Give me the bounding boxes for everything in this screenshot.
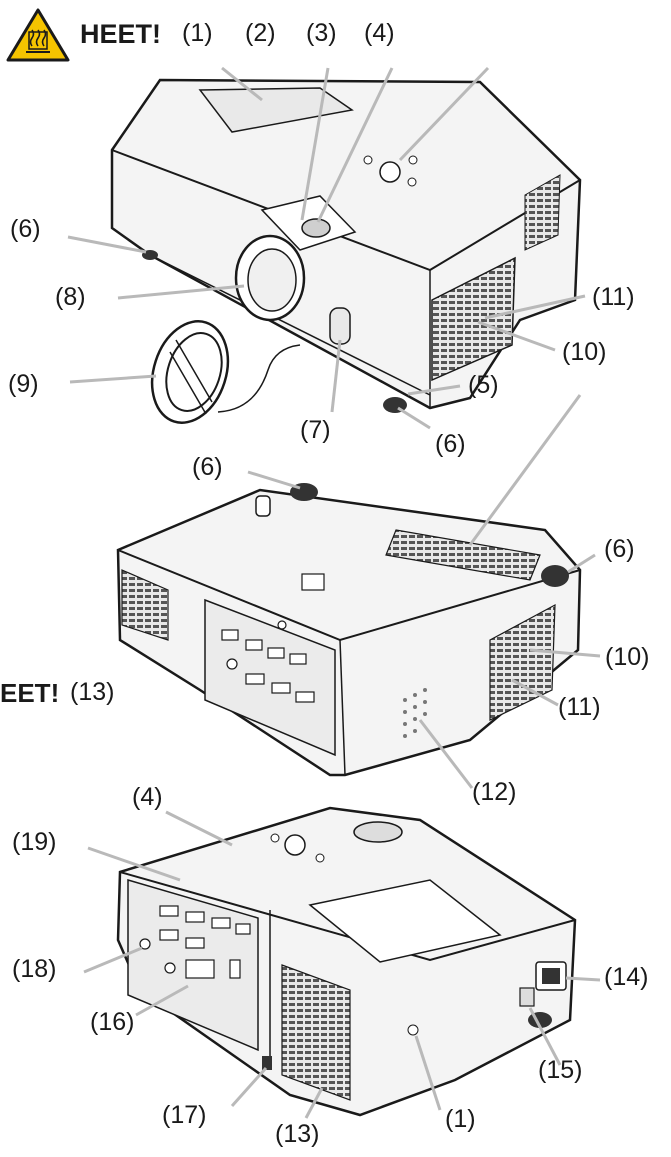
label-14-rear: (14) — [604, 963, 649, 991]
label-1-top: (1) — [182, 19, 213, 47]
label-15-rear: (15) — [538, 1056, 583, 1084]
label-10-top: (10) — [562, 338, 607, 366]
label-19-rear: (19) — [12, 828, 57, 856]
bottom-vent — [385, 529, 541, 581]
label-6-top-right: (6) — [435, 430, 466, 458]
label-12-bottom: (12) — [472, 778, 517, 806]
projector-bottom-view — [116, 394, 601, 789]
label-1-rear: (1) — [445, 1105, 476, 1133]
label-6-top-left: (6) — [10, 215, 41, 243]
label-4-rear: (4) — [132, 783, 163, 811]
label-2-top: (2) — [245, 19, 276, 47]
label-13-bottom: (13) — [70, 678, 115, 706]
lens-cap — [150, 320, 301, 424]
leader-lines-bottom — [247, 394, 601, 789]
label-8-top: (8) — [55, 283, 86, 311]
label-17-rear: (17) — [162, 1101, 207, 1129]
air-intake-vent-front — [431, 256, 516, 382]
warning-label-bottom: EET! — [0, 678, 60, 708]
lamp-cover — [198, 87, 354, 133]
label-13-rear: (13) — [275, 1120, 320, 1148]
label-9-top: (9) — [8, 370, 39, 398]
label-7-top: (7) — [300, 416, 331, 444]
label-4-top: (4) — [364, 19, 395, 47]
label-6-bottom-right: (6) — [604, 535, 635, 563]
rear-vent-left — [121, 569, 169, 641]
label-11-bottom: (11) — [558, 693, 601, 721]
speaker-grille — [403, 688, 427, 738]
label-6-bottom-top: (6) — [192, 453, 223, 481]
warning-label-top: HEET! — [80, 19, 161, 49]
label-5-top: (5) — [468, 371, 499, 399]
power-switch — [519, 987, 535, 1007]
remote-sensor — [329, 307, 351, 345]
side-vent-right — [489, 603, 556, 721]
security-slot — [262, 1056, 272, 1070]
label-11-top: (11) — [592, 283, 635, 311]
leader-lines-rear — [83, 810, 601, 1119]
label-18-rear: (18) — [12, 955, 57, 983]
label-10-bottom: (10) — [605, 643, 650, 671]
projector-rear-view — [83, 806, 601, 1119]
exhaust-vent-rear — [281, 964, 351, 1101]
label-16-rear: (16) — [90, 1008, 135, 1036]
label-3-top: (3) — [306, 19, 337, 47]
control-panel-button — [379, 161, 401, 183]
leader-lines-front — [67, 66, 586, 430]
projector-front-view — [67, 66, 586, 430]
hot-surface-warning-icon — [6, 8, 70, 62]
lamp-cover-rear — [308, 879, 502, 963]
